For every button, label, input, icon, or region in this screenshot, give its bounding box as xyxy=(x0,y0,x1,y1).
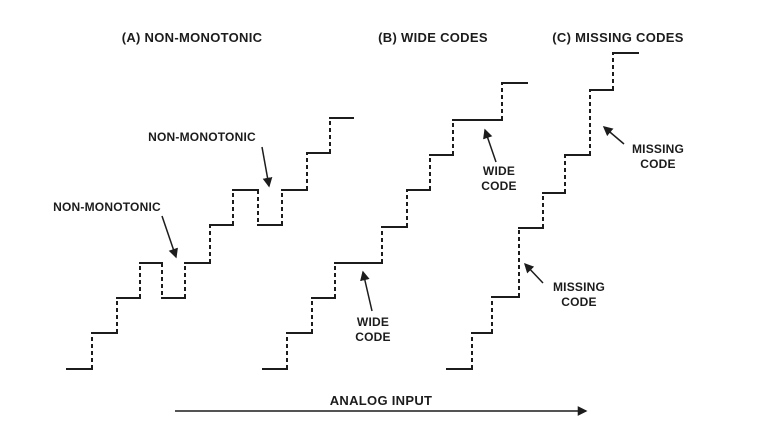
b-lower-arrow xyxy=(360,270,373,312)
annotation-line: MISSING xyxy=(552,280,606,294)
panel-title-a: (A) NON-MONOTONIC xyxy=(121,30,263,45)
staircase-b xyxy=(262,82,528,370)
c-upper-arrow xyxy=(602,126,625,145)
x-axis-label: ANALOG INPUT xyxy=(329,393,433,408)
a-lower-arrow xyxy=(161,215,178,259)
panel-title-b: (B) WIDE CODES xyxy=(378,30,488,45)
non-monotonic-label-upper: NON-MONOTONIC xyxy=(148,130,256,145)
non-monotonic-label-lower: NON-MONOTONIC xyxy=(53,200,161,215)
wide-code-label-upper: WIDE CODE xyxy=(481,164,516,194)
annotation-line: CODE xyxy=(561,295,597,309)
staircase-a xyxy=(66,117,354,370)
annotation-line: NON-MONOTONIC xyxy=(148,130,256,144)
annotation-line: CODE xyxy=(481,179,517,193)
panel-title-c: (C) MISSING CODES xyxy=(552,30,684,45)
annotation-line: WIDE xyxy=(356,315,390,329)
annotation-line: MISSING xyxy=(631,142,685,156)
missing-code-label-lower: MISSING CODE xyxy=(553,280,605,310)
a-upper-arrow xyxy=(261,146,273,188)
c-lower-arrow xyxy=(523,262,544,284)
missing-code-label-upper: MISSING CODE xyxy=(632,142,684,172)
annotation-line: CODE xyxy=(355,330,391,344)
staircase-c xyxy=(446,52,639,370)
annotation-line: NON-MONOTONIC xyxy=(53,200,161,214)
annotation-line: WIDE xyxy=(482,164,516,178)
wide-code-label-lower: WIDE CODE xyxy=(355,315,390,345)
annotation-line: CODE xyxy=(640,157,676,171)
b-upper-arrow xyxy=(483,128,497,163)
